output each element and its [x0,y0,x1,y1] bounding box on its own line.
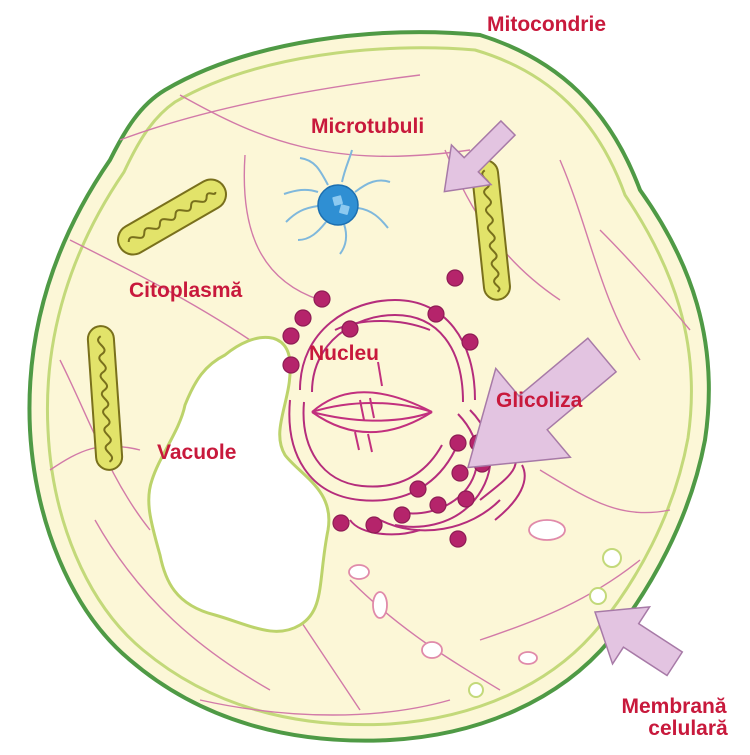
label-membrana-line1: Membrană [604,696,744,718]
label-membrana-celulara: Membrană celulară [604,696,744,740]
label-citoplasma: Citoplasmă [129,280,242,302]
ribosome-icon [394,507,410,523]
ribosome-icon [452,465,468,481]
ribosome-icon [366,517,382,533]
ribosome-icon [295,310,311,326]
ribosome-icon [283,328,299,344]
label-nucleu: Nucleu [309,343,379,365]
ribosome-icon [410,481,426,497]
ribosome-icon [450,531,466,547]
ribosome-icon [342,321,358,337]
label-mitocondrie: Mitocondrie [487,14,606,36]
ribosome-icon [430,497,446,513]
ribosome-icon [333,515,349,531]
label-glicoliza: Glicoliza [496,390,582,412]
ribosome-icon [314,291,330,307]
label-membrana-line2: celulară [604,718,744,740]
label-microtubuli: Microtubuli [311,116,424,138]
ribosome-icon [447,270,463,286]
ribosome-icon [462,334,478,350]
ribosome-icon [458,491,474,507]
ribosome-icon [428,306,444,322]
ribosome-icon [450,435,466,451]
label-vacuole: Vacuole [157,442,236,464]
ribosome-icon [283,357,299,373]
